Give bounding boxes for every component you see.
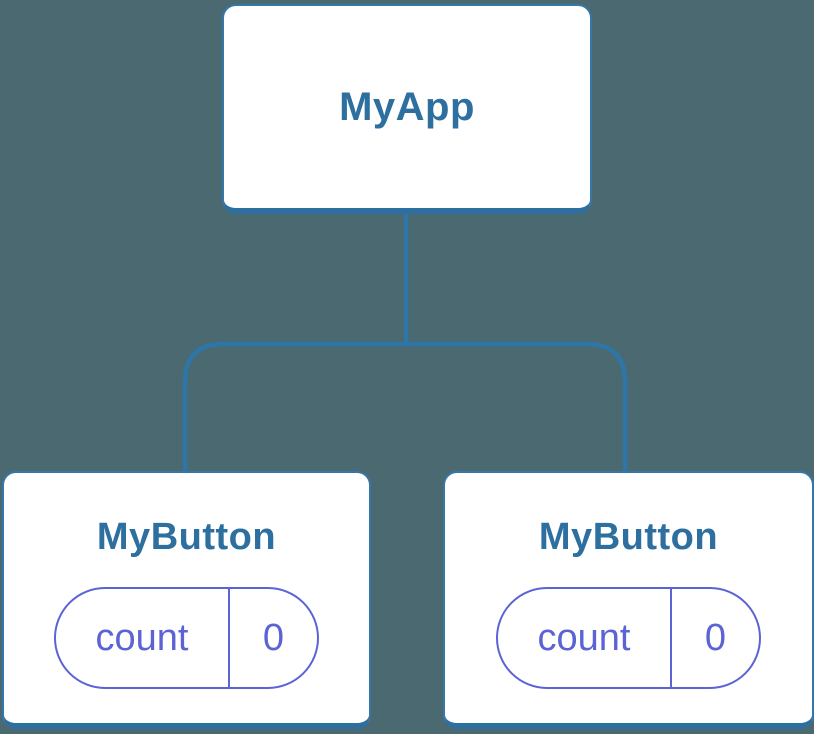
component-node-child-2: MyButton count 0 bbox=[443, 471, 814, 729]
connector-bracket bbox=[182, 341, 628, 472]
component-node-root: MyApp bbox=[222, 4, 592, 214]
state-name-label: count bbox=[56, 589, 230, 687]
state-name-label: count bbox=[498, 589, 672, 687]
state-value: 0 bbox=[704, 616, 727, 659]
component-title: MyButton bbox=[96, 516, 277, 558]
component-title: MyButton bbox=[538, 516, 719, 558]
component-node-child-1: MyButton count 0 bbox=[2, 471, 371, 729]
state-value: 0 bbox=[262, 616, 285, 659]
state-pill: count 0 bbox=[496, 587, 761, 689]
component-title: MyApp bbox=[339, 85, 475, 129]
state-pill: count 0 bbox=[54, 587, 319, 689]
